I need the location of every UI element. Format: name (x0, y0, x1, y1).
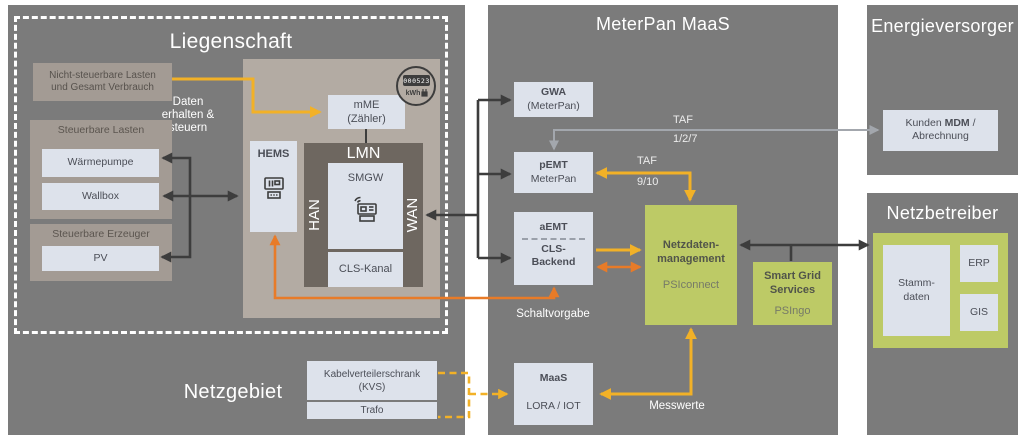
kvs-label: Kabelverteilerschrank (KVS) (323, 368, 421, 393)
kunden-mdm-box: Kunden MDM / Abrechnung (883, 110, 998, 151)
nicht-steuerbare-lasten-box: Nicht-steuerbare Lasten und Gesamt Verbr… (33, 63, 172, 101)
kwh-plug-icon (421, 89, 428, 97)
kunden-mdm-line1: Kunden MDM / (883, 117, 998, 130)
kunden-text: Kunden (905, 117, 942, 129)
gis-box: GIS (960, 294, 998, 331)
steuerbare-lasten-group: Steuerbare Lasten Wärmepumpe Wallbox (30, 120, 172, 219)
pemt-label: pEMT (539, 158, 568, 171)
pemt-box: pEMT MeterPan (514, 152, 593, 193)
smgw-device-icon (353, 196, 377, 223)
smart-grid-services-box: Smart Grid Services PSIngo (753, 262, 832, 325)
steuerbare-erzeuger-title: Steuerbare Erzeuger (52, 228, 150, 240)
smart-grid-label: Smart Grid Services (764, 269, 821, 296)
pv-box: PV (42, 246, 159, 271)
meter-unit-text: kWh (405, 89, 421, 97)
stammdaten-line1: Stamm- (898, 276, 935, 289)
meter-kwh-label: kWh (402, 89, 432, 97)
maas-box: MaaS LORA / IOT (514, 363, 593, 425)
abrechnung-text: Abrechnung (912, 130, 969, 143)
lmn-label: LMN (346, 145, 381, 162)
taf127-label-line1: TAF (673, 114, 693, 126)
smgw-box: SMGW (328, 163, 403, 249)
psingo-label: PSIngo (774, 305, 811, 318)
energieversorger-title: Energieversorger (871, 16, 1014, 36)
netzdatenmanagement-box: Netzdaten- management PSIconnect (645, 205, 737, 325)
steuerbare-lasten-title: Steuerbare Lasten (57, 124, 145, 136)
gwa-label: GWA (540, 85, 567, 98)
liegenschaft-title: Liegenschaft (169, 30, 293, 53)
hems-label: HEMS (257, 148, 290, 160)
netzdaten-label-line2: management (657, 252, 725, 265)
aemt-label: aEMT (539, 221, 568, 233)
waermepumpe-box: Wärmepumpe (42, 149, 159, 177)
mdm-text: MDM (944, 117, 970, 129)
taf910-label-line2: 9/10 (637, 176, 659, 188)
aemt-cls-backend-box: aEMT CLS-Backend (514, 212, 593, 285)
meterpan-title: MeterPan MaaS (596, 14, 730, 34)
cls-backend-label: CLS-Backend (531, 242, 576, 269)
smgw-label: SMGW (347, 172, 384, 184)
meter-display: 000523 (403, 75, 430, 86)
kvs-box: Kabelverteilerschrank (KVS) (307, 361, 437, 400)
gwa-box: GWA (MeterPan) (514, 82, 593, 117)
messwerte-label: Messwerte (649, 400, 705, 412)
steuerbare-erzeuger-group: Steuerbare Erzeuger PV (30, 224, 172, 281)
stammdaten-line2: daten (903, 290, 930, 303)
netzbetreiber-title: Netzbetreiber (886, 203, 999, 223)
wan-label: WAN (404, 197, 421, 233)
pemt-sublabel: MeterPan (530, 172, 577, 185)
meter-dial-icon: 000523 kWh (396, 66, 436, 106)
gwa-sublabel: (MeterPan) (527, 99, 580, 112)
mme-lmn-connector (365, 129, 367, 143)
cls-kanal-box: CLS-Kanal (328, 252, 403, 287)
aemt-cls-divider (521, 237, 586, 240)
psiconnect-label: PSIconnect (662, 279, 720, 292)
slash-text: / (972, 117, 976, 129)
schaltvorgabe-label: Schaltvorgabe (516, 308, 590, 320)
liegenschaft-dashed-border (14, 16, 448, 334)
maas-label: MaaS (539, 372, 568, 384)
han-label: HAN (306, 199, 323, 231)
maas-sublabel: LORA / IOT (526, 399, 581, 412)
netzgebiet-title: Netzgebiet (183, 381, 283, 403)
hems-box: HEMS (250, 141, 297, 232)
wallbox-box: Wallbox (42, 183, 159, 210)
taf910-label-line1: TAF (637, 155, 657, 167)
erp-box: ERP (960, 245, 998, 282)
mme-label: mME (Zähler) (347, 98, 386, 125)
hems-device-icon (263, 177, 284, 200)
taf127-label-line2: 1/2/7 (673, 133, 698, 145)
netzdaten-label-line1: Netzdaten- (662, 238, 720, 251)
stammdaten-box: Stamm- daten (883, 245, 950, 336)
trafo-box: Trafo (307, 402, 437, 419)
mme-box: mME (Zähler) (328, 95, 405, 129)
